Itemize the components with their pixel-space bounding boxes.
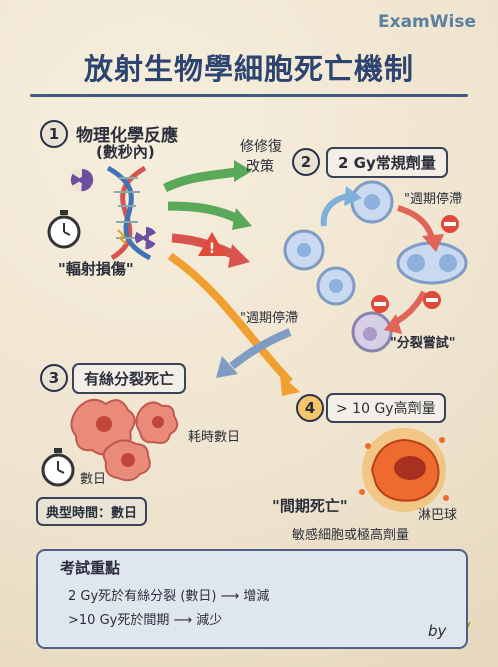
interphase-death-label: "間期死亡" <box>272 497 348 515</box>
exploding-cell-icon <box>359 428 449 512</box>
typical-time-badge: 典型時間：數日 <box>36 497 148 526</box>
stop-sign-icon <box>371 215 459 313</box>
radiation-damage-caption: "輻射損傷" <box>58 260 134 278</box>
page-title: 放射生物學細胞死亡機制 <box>83 52 414 86</box>
step-number: 2 <box>292 148 320 176</box>
step-number: 4 <box>296 394 324 422</box>
svg-text:!: ! <box>209 241 215 257</box>
dna-helix-icon <box>106 165 152 261</box>
lymphocyte-label: 淋巴球 <box>418 508 458 523</box>
exam-points-panel: 考試重點 2 Gy死於有絲分裂 (數日) ⟶ 增減 >10 Gy死於間期 ⟶ 減… <box>36 549 468 649</box>
cell-cycle-diagram <box>283 180 468 353</box>
cycle-arrest-label: "週期停滯 <box>240 311 298 326</box>
signature: by <box>428 622 447 640</box>
high-dose-arrow <box>167 252 293 385</box>
time-description: 耗時數日 <box>188 430 241 445</box>
repair-arrow <box>163 167 237 193</box>
mitotic-death-label: 有絲分裂死亡 <box>72 363 187 394</box>
step-number: 1 <box>40 120 68 148</box>
dying-cells-icon <box>70 398 179 482</box>
mitosis-attempt-label: "分裂嘗試" <box>390 336 456 351</box>
sensitive-cells-label: 敏感細胞或極高劑量 <box>292 528 410 543</box>
step-title: 物理化學反應 <box>76 126 178 146</box>
dose-label-10gy: > 10 Gy高劑量 <box>326 393 446 423</box>
title-underline <box>30 94 468 97</box>
exam-point: 2 Gy死於有絲分裂 (數日) ⟶ 增減 <box>68 589 270 604</box>
step-subtitle: (數秒內) <box>96 143 155 161</box>
radiation-icon <box>134 226 156 250</box>
warning-icon: ! <box>198 232 226 257</box>
radiation-icon <box>70 168 94 192</box>
arrest-arrow <box>229 328 292 370</box>
dose-label-2gy: 2 Gy常規劑量 <box>326 147 448 178</box>
step-number: 3 <box>40 364 68 392</box>
exam-points-title: 考試重點 <box>60 559 121 577</box>
repair-label: 修修復改策 <box>240 139 282 175</box>
brand-logo: ExamWise <box>378 12 476 32</box>
stopwatch-icon <box>41 448 75 487</box>
clock-label: 數日 <box>80 472 107 487</box>
exam-point: >10 Gy死於間期 ⟶ 減少 <box>68 613 223 628</box>
cycle-arrest-label: "週期停滯 <box>404 192 462 207</box>
stopwatch-icon <box>47 210 81 249</box>
